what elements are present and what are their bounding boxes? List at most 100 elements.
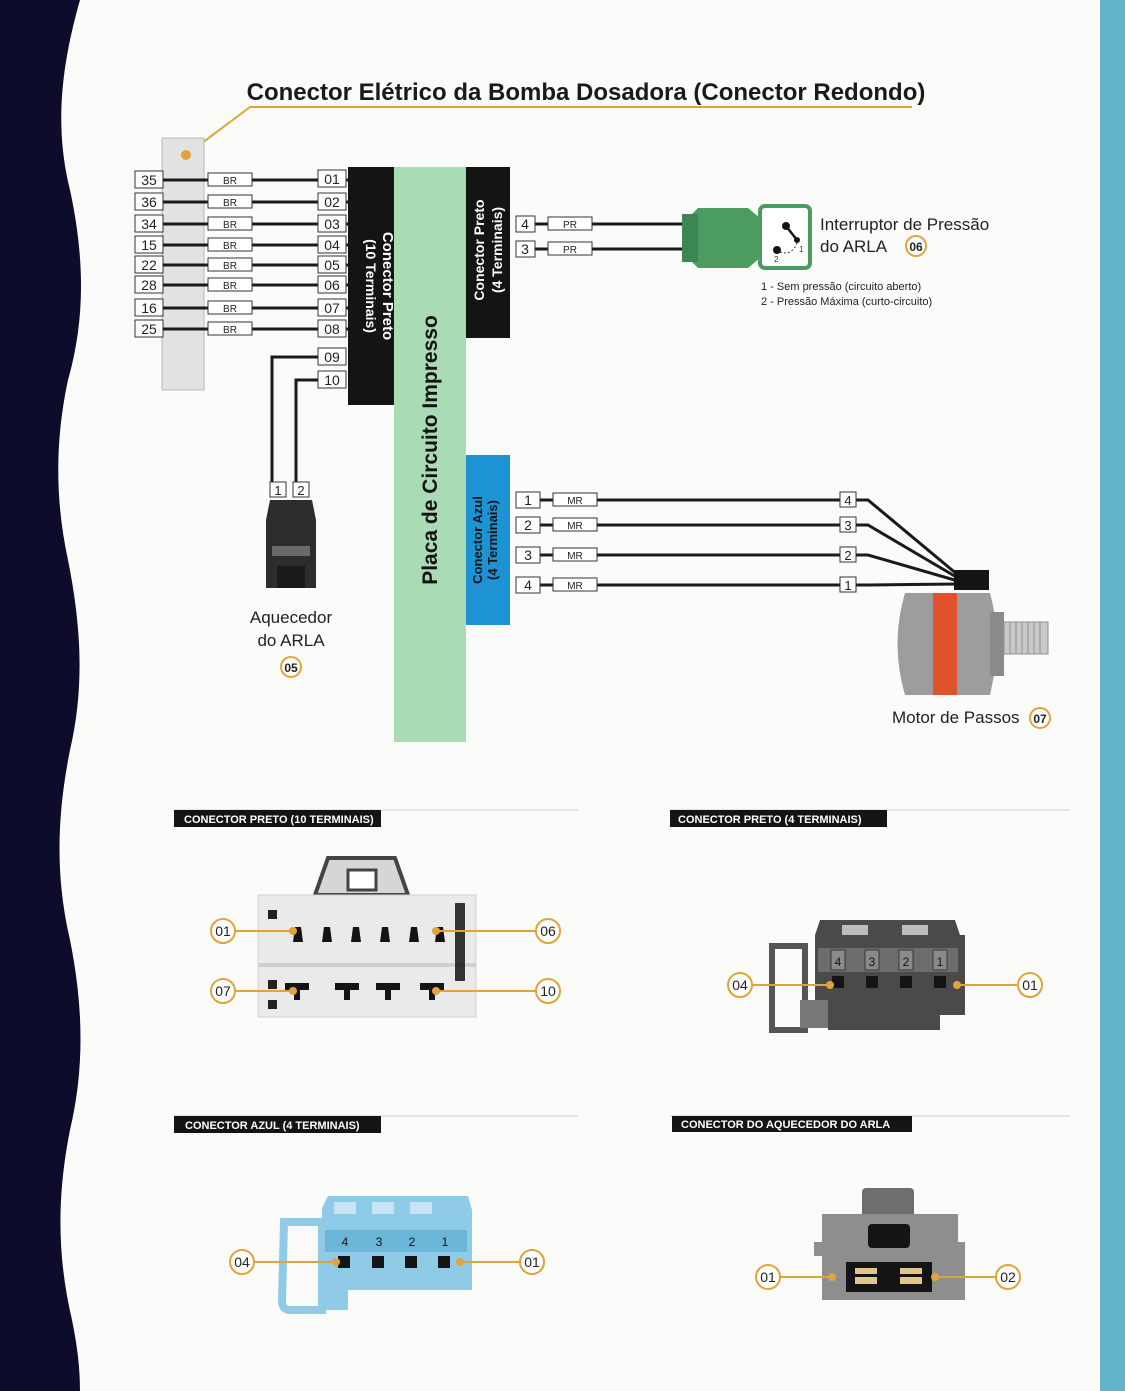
panel-black10-header: CONECTOR PRETO (10 TERMINAIS) — [184, 814, 374, 826]
diagram-title: Conector Elétrico da Bomba Dosadora (Con… — [247, 79, 926, 106]
heater-pin-box-1 — [269, 481, 287, 498]
black4-pin-number: 1 — [937, 955, 944, 969]
heater-panel-callout-01-circle — [755, 1264, 781, 1290]
black10-callout-07-circle — [210, 978, 236, 1004]
heater-label-2: do ARLA — [257, 631, 325, 650]
black10-terminal-box — [317, 275, 347, 294]
mr-wire — [535, 553, 959, 583]
mr-wire — [535, 523, 959, 580]
black10-terminal-box — [317, 214, 347, 233]
blue-terminal-box — [515, 546, 541, 564]
black4-callout-04: 04 — [732, 977, 748, 993]
black10-connector-label-2: (10 Terminais) — [363, 239, 379, 333]
black10-connector-body — [348, 167, 394, 405]
black10-callout-10: 10 — [540, 983, 556, 999]
round-pin-number: 22 — [141, 257, 157, 273]
pressure-switch-node-b — [773, 246, 781, 254]
pressure-switch-lever — [785, 225, 798, 241]
heater-connector-band — [272, 546, 310, 556]
black10-terminal-number: 01 — [324, 171, 340, 187]
black10-callout-01: 01 — [215, 923, 231, 939]
blue4-pin — [405, 1256, 417, 1268]
round-pin-number: 36 — [141, 194, 157, 210]
black4-terminal-box — [515, 215, 536, 233]
black4-pin — [866, 976, 878, 988]
black10-bottom-pin-row — [285, 983, 444, 1000]
black10-terminal-box — [317, 298, 347, 317]
black4-pin-number: 4 — [835, 955, 842, 969]
heater-panel-callout-01-dot — [828, 1273, 836, 1281]
black10-bottom-pin — [420, 983, 444, 1000]
heater-panel-connector-drawing — [814, 1188, 965, 1300]
motor-wire-block — [954, 570, 989, 590]
br-wire-tag — [207, 300, 253, 315]
heater-panel-callout-02: 02 — [1000, 1269, 1016, 1285]
black10-terminal-number: 05 — [324, 257, 340, 273]
left-wavy-border — [0, 0, 82, 1391]
black10-terminal-number: 06 — [324, 277, 340, 293]
black10-terminal-number: 08 — [324, 321, 340, 337]
blue4-callout-04-dot — [332, 1258, 340, 1266]
round-pin-number: 28 — [141, 277, 157, 293]
blue-connector-body — [466, 455, 510, 625]
black10-terminal-box — [317, 192, 347, 211]
mr-wire-code: MR — [567, 496, 583, 507]
motor-label: Motor de Passos — [892, 708, 1020, 727]
pressure-switch-body — [688, 208, 760, 268]
pr-wire-tag — [547, 241, 593, 256]
black10-terminal-box — [317, 235, 347, 254]
br-wire-tag — [207, 194, 253, 209]
motor-shaft-collar — [990, 612, 1004, 676]
black4-connector-label-1: Conector Preto — [471, 199, 487, 300]
black10-top-pin — [351, 927, 361, 942]
blue4-pin-number: 4 — [342, 1235, 349, 1249]
black4-callout-01-dot — [953, 981, 961, 989]
blue-terminal-number: 2 — [524, 517, 532, 533]
mr-wire-tag — [552, 517, 598, 532]
black4-terminal-number: 4 — [521, 216, 529, 232]
motor-terminal-box — [839, 516, 857, 533]
blue4-callout-01-circle — [519, 1249, 545, 1275]
motor-terminal-box — [839, 576, 857, 593]
motor-terminal-box — [839, 546, 857, 563]
round-pin-number: 25 — [141, 321, 157, 337]
black4-connector-label-2: (4 Terminais) — [489, 207, 505, 293]
pressure-switch-label-1: Interruptor de Pressão — [820, 215, 989, 234]
black10-terminal-number: 09 — [324, 349, 340, 365]
blue4-callout-01-dot — [456, 1258, 464, 1266]
black10-callout-07: 07 — [215, 983, 231, 999]
round-pin-number: 34 — [141, 216, 157, 232]
pcb-label: Placa de Circuito Impresso — [419, 315, 442, 585]
mr-wire-tag — [552, 547, 598, 562]
panel-black10-header-bg — [174, 810, 381, 827]
heater-connector-tip — [277, 566, 305, 588]
black10-terminal-box — [317, 255, 347, 274]
heater-panel-callout-01: 01 — [760, 1269, 776, 1285]
heater-pin-1: 1 — [274, 483, 281, 498]
motor-thread-lines — [1009, 622, 1041, 654]
black4-pin-number: 3 — [869, 955, 876, 969]
round-pin-number: 16 — [141, 300, 157, 316]
black4-pin-slot — [898, 949, 914, 971]
pressure-switch-dashed-arc — [779, 242, 798, 254]
br-wire-code: BR — [223, 281, 237, 292]
blue-terminal-number: 4 — [524, 577, 532, 593]
round-pin-number: 15 — [141, 237, 157, 253]
motor-threaded-shaft — [1003, 621, 1049, 655]
motor-number: 07 — [1033, 712, 1047, 726]
black10-callout-01-circle — [210, 918, 236, 944]
black10-callout-06-circle — [535, 918, 561, 944]
pr-wire-code: PR — [563, 220, 577, 231]
blue4-pin-number: 3 — [376, 1235, 383, 1249]
black10-terminal-number: 02 — [324, 194, 340, 210]
panel-heater-header: CONECTOR DO AQUECEDOR DO ARLA — [681, 1119, 890, 1131]
black4-callout-04-dot — [826, 981, 834, 989]
blue4-pin — [372, 1256, 384, 1268]
pressure-switch-label-2: do ARLA — [820, 237, 888, 256]
br-wire-code: BR — [223, 304, 237, 315]
motor-terminal-box — [839, 491, 857, 508]
blue4-callout-01: 01 — [524, 1254, 540, 1270]
blue4-connector-drawing — [277, 1196, 472, 1314]
br-wire-code: BR — [223, 176, 237, 187]
pr-wire-tag — [547, 216, 593, 231]
